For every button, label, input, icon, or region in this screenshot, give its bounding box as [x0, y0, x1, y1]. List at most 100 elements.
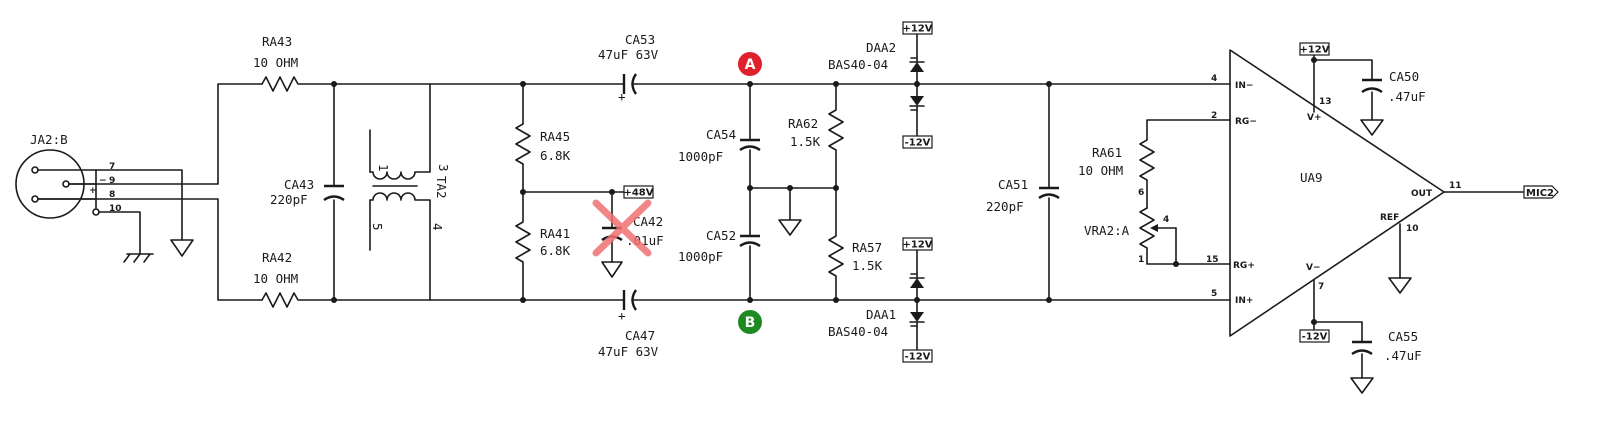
transformer-ta2: 1 3 5 4 TA2 — [369, 83, 451, 301]
marker-a — [738, 52, 762, 76]
pot-pin-6: 6 — [1138, 188, 1144, 198]
ta2-primary — [369, 83, 431, 180]
connector-pin-9: 9 — [109, 176, 115, 186]
xlr-pin-2 — [31, 195, 39, 203]
connector-pin-10: 10 — [109, 204, 122, 214]
ta2-secondary — [369, 192, 431, 301]
ra42-ref: RA42 — [262, 250, 292, 265]
ground-icon — [1360, 119, 1384, 136]
ca52-value: 1000pF — [678, 249, 723, 264]
daa2-power-m12: -12V — [905, 138, 931, 149]
connector-minus: − — [99, 176, 107, 186]
ra57-ref: RA57 — [852, 240, 882, 255]
ca50-value: .47uF — [1388, 89, 1426, 104]
ca47-ref: CA47 — [625, 328, 655, 343]
ca54-value: 1000pF — [678, 149, 723, 164]
diode-down-icon — [910, 96, 924, 106]
wire-cold — [37, 198, 263, 301]
amp-pin-10-name: REF — [1380, 213, 1399, 223]
daa2-ref: DAA2 — [866, 40, 896, 55]
amp-pin-13-name: V+ — [1307, 113, 1322, 123]
amp-triangle — [1229, 49, 1445, 337]
ca43-plate-bottom — [323, 195, 345, 202]
chassis-ground-icon — [123, 253, 154, 263]
wire-hot — [68, 83, 263, 185]
marker-b — [738, 310, 762, 334]
marker-b-label: B — [745, 315, 756, 331]
pot-pin-4: 4 — [1163, 215, 1169, 225]
amp-pin-7: 7 — [1318, 282, 1324, 292]
pot-pin-1: 1 — [1138, 255, 1144, 265]
ra45-ref: RA45 — [540, 129, 570, 144]
amp-pin-2: 2 — [1211, 111, 1217, 121]
ca50-ref: CA50 — [1389, 69, 1419, 84]
output-net-label: MIC2 — [1526, 188, 1554, 199]
daa2-value: BAS40-04 — [828, 57, 888, 72]
amp-power-p12: +12V — [1299, 45, 1329, 56]
daa1-value: BAS40-04 — [828, 324, 888, 339]
ca51-value: 220pF — [986, 199, 1024, 214]
ra41-value: 6.8K — [540, 243, 571, 258]
diode-down-icon — [910, 312, 924, 322]
ca55-leads — [1313, 321, 1363, 379]
ca43-value: 220pF — [270, 192, 308, 207]
ca53-value: 47uF 63V — [598, 47, 659, 62]
amp-pin-2-name: RG− — [1235, 117, 1257, 127]
ca52-plates — [739, 234, 761, 248]
ra41-ref: RA41 — [540, 226, 570, 241]
ra61-value: 10 OHM — [1078, 163, 1123, 178]
resistor-ra62-ra57 — [828, 83, 844, 301]
ground-icon — [778, 187, 802, 236]
potentiometer-vra2 — [1139, 207, 1231, 265]
amp-pin-4: 4 — [1211, 74, 1217, 84]
marker-a-label: A — [745, 57, 756, 73]
ca53-plus: + — [618, 89, 626, 104]
ra62-value: 1.5K — [790, 134, 821, 149]
resistor-ra61 — [1139, 119, 1231, 209]
resistor-ra42 — [261, 292, 431, 308]
connector-pin-8: 8 — [109, 190, 115, 200]
amp-pin-15: 15 — [1206, 255, 1219, 265]
ta2-pin-4: 4 — [430, 223, 445, 231]
connector-plus: + — [89, 186, 97, 196]
ca52-ref: CA52 — [706, 228, 736, 243]
ta2-pin-1: 1 — [376, 164, 391, 172]
ground-icon — [601, 261, 623, 278]
ca55-plates — [1351, 340, 1373, 356]
xlr-pin-1 — [31, 166, 39, 174]
amp-pin-4-name: IN− — [1235, 81, 1253, 91]
wire-shield — [95, 169, 183, 241]
ca54-plates — [739, 138, 761, 152]
ground-icon — [1388, 277, 1412, 294]
power-flag-48v — [623, 185, 654, 199]
ca51-plates — [1038, 186, 1060, 200]
daa2-power-p12: +12V — [902, 24, 932, 35]
resistor-ra43 — [261, 76, 431, 92]
power-flag-m12-bottom — [902, 349, 933, 363]
ca53-ref: CA53 — [625, 32, 655, 47]
ra43-ref: RA43 — [262, 34, 292, 49]
power-48v: +48V — [623, 188, 653, 199]
daa1-ref: DAA1 — [866, 307, 896, 322]
power-flag-amp-m12 — [1299, 329, 1330, 343]
ra57-value: 1.5K — [852, 258, 883, 273]
diode-daa2: +12V -12V DAA2 BAS40-04 — [828, 21, 933, 149]
amp-pin-5: 5 — [1211, 289, 1217, 299]
amp-pin-7-name: V− — [1306, 263, 1321, 273]
power-flag-m12-top — [902, 135, 933, 149]
amplifier-ua9: UA9 4 IN− 2 RG− 13 V+ 15 RG+ 5 IN+ 7 V− … — [1206, 49, 1462, 337]
pot-wiper-arrow-icon — [1150, 224, 1158, 232]
amp-pin-11-name: OUT — [1411, 189, 1433, 199]
diode-daa1: +12V -12V DAA1 BAS40-04 — [828, 237, 933, 363]
dnp-cross-icon — [592, 199, 652, 257]
ra43-value: 10 OHM — [253, 55, 298, 70]
ra61-ref: RA61 — [1092, 145, 1122, 160]
connector-ja2: JA2:B 7 9 8 10 + − — [15, 132, 154, 263]
amp-ref: UA9 — [1300, 170, 1323, 185]
amp-pin-10: 10 — [1406, 224, 1419, 234]
amp-pin-13: 13 — [1319, 97, 1332, 107]
daa1-power-p12: +12V — [902, 240, 932, 251]
ground-icon — [1350, 377, 1374, 394]
ra42-value: 10 OHM — [253, 271, 298, 286]
